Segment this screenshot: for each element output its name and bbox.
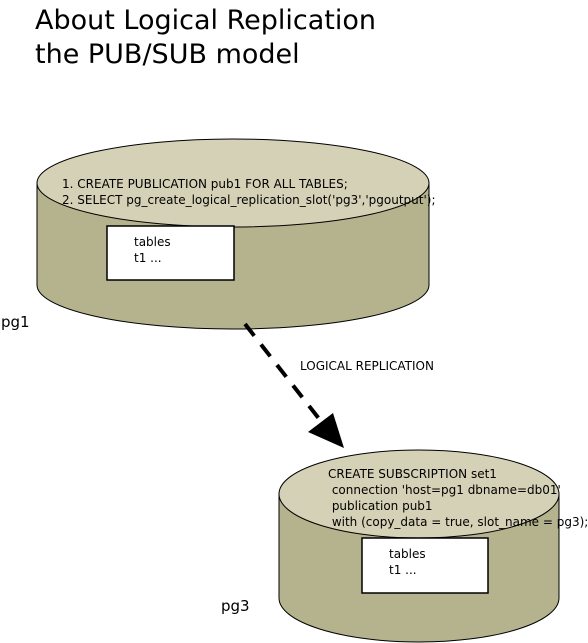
pg1-tables-box [106, 225, 235, 281]
replication-label: LOGICAL REPLICATION [300, 359, 434, 373]
pg3-tables-box [361, 537, 489, 594]
pg3-command-4: with (copy_data = true, slot_name = pg3)… [328, 515, 588, 529]
pg1-cylinder [36, 138, 430, 330]
pg3-tables-header: tables [389, 547, 426, 561]
page-title: About Logical Replication the PUB/SUB mo… [35, 4, 376, 72]
title-line-1: About Logical Replication [35, 5, 377, 36]
pg3-command-2: connection 'host=pg1 dbname=db01' [328, 483, 561, 497]
pg3-tables-item: t1 ... [389, 563, 417, 577]
title-line-2: the PUB/SUB model [35, 39, 300, 70]
pg1-label: pg1 [1, 313, 30, 331]
replication-arrow-line [243, 322, 322, 422]
pg3-label: pg3 [221, 597, 250, 615]
pg1-tables-item: t1 ... [134, 251, 162, 265]
pg1-tables-header: tables [134, 235, 171, 249]
replication-arrow [243, 322, 344, 448]
pg1-command-2: 2. SELECT pg_create_logical_replication_… [62, 193, 436, 207]
replication-arrow-head [308, 413, 344, 448]
pg3-cylinder [278, 449, 560, 643]
pg3-command-1: CREATE SUBSCRIPTION set1 [328, 467, 497, 481]
pg1-command-1: 1. CREATE PUBLICATION pub1 FOR ALL TABLE… [62, 177, 348, 191]
pg3-command-3: publication pub1 [328, 499, 433, 513]
